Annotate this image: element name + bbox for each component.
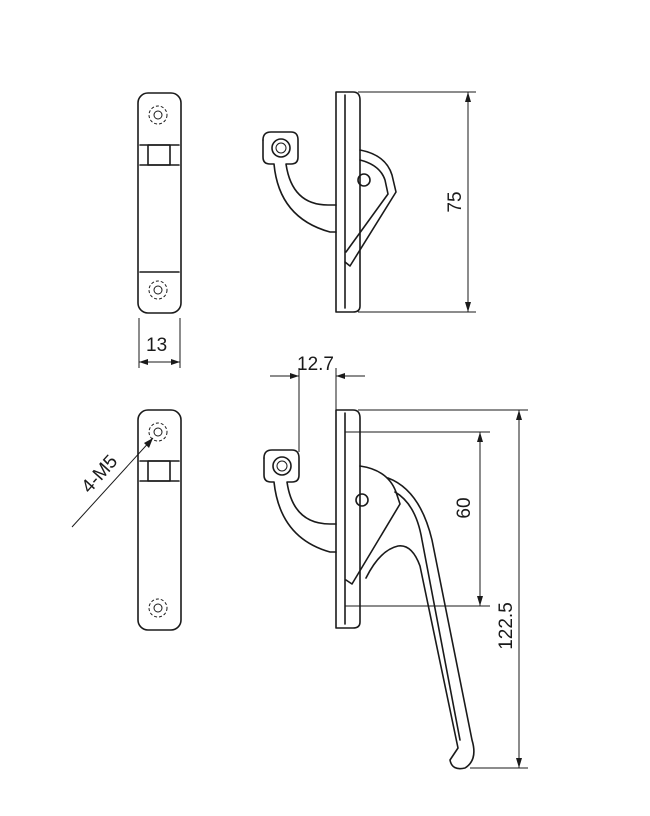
dimension-width: 13 <box>138 318 181 368</box>
dimension-offset: 12.7 <box>270 354 365 452</box>
latch-side-view-bottom <box>263 409 475 770</box>
dimension-total-length: 122.5 <box>358 409 528 769</box>
dimension-hole-spacing: 60 <box>345 431 490 607</box>
dimension-height-label: 75 <box>445 191 466 212</box>
keeper-front-view-top <box>137 92 182 314</box>
screw-callout: 4-M5 <box>71 437 154 528</box>
dimension-width-label: 13 <box>146 335 167 356</box>
dimension-total-length-label: 122.5 <box>496 602 517 650</box>
dimension-hole-spacing-label: 60 <box>454 497 475 518</box>
keeper-front-view-bottom <box>137 409 182 631</box>
screw-callout-label: 4-M5 <box>78 451 123 497</box>
latch-side-view-top <box>262 91 397 313</box>
dimension-height: 75 <box>358 91 476 313</box>
dimension-offset-label: 12.7 <box>297 354 334 375</box>
